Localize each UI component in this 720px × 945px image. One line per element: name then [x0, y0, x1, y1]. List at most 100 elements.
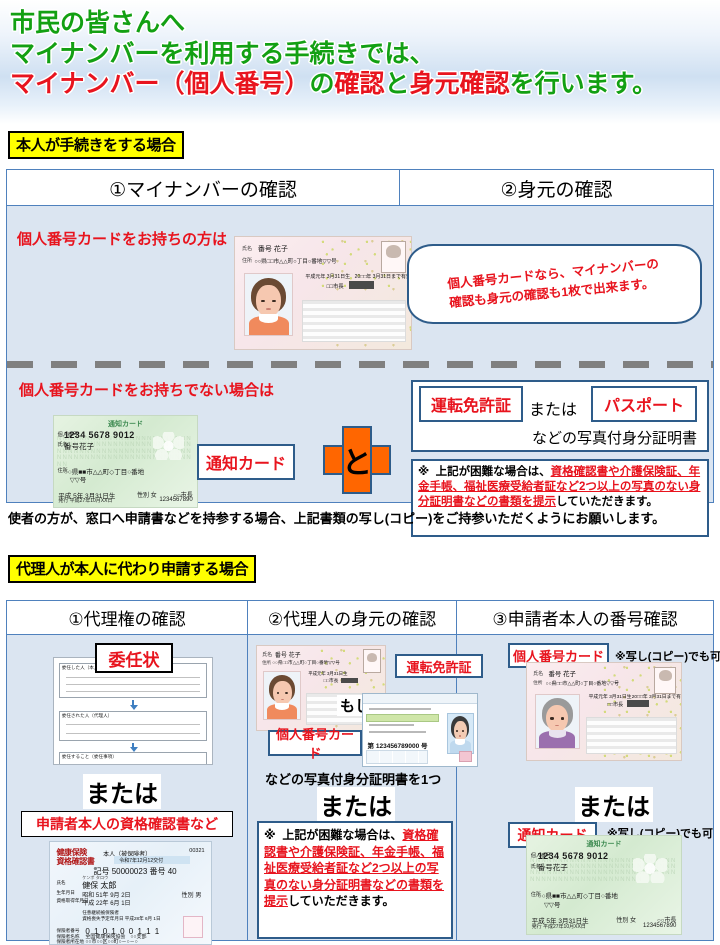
- note-text-2: ※ 上記が困難な場合は、資格確認書や介護保険証、年金手帳、福祉医療受給者証など2…: [264, 827, 446, 910]
- notice2-address-1: ○○県■■市△△町◇丁目○番地: [537, 892, 618, 900]
- messenger-footnote: 使者の方が、窓口へ申請書などを持参する場合、上記書類の写し(コピー)をご持参いた…: [8, 511, 666, 526]
- hic-birth-label: 生年月日: [56, 889, 75, 895]
- dl-chip: [459, 751, 473, 762]
- plus-connector: と: [323, 426, 391, 494]
- notice-address-1: ○○県■■市△△町◇丁目○番地: [64, 469, 145, 477]
- dl-detail-table: [366, 750, 428, 764]
- notice-birth: 平成 5年 3月31日生: [58, 492, 116, 500]
- note-mark-1: ※: [418, 466, 430, 478]
- poa-sec1-label: 委任した人（本人）: [60, 665, 105, 672]
- notice-num-label: 個人番号: [57, 432, 78, 438]
- hic-date-band: [114, 856, 191, 865]
- section1-badge-wrap: 本人が手続きをする場合: [8, 131, 184, 159]
- notice-addr-label: 住所: [57, 467, 68, 474]
- col2-or-label: または: [317, 787, 395, 822]
- hic-ins-name: 全国健康保険協会 ○○支部: [85, 934, 147, 941]
- note-text-1: ※ 上記が困難な場合は、資格確認書や介護保険証、年金手帳、福祉医療受給者証など2…: [418, 465, 702, 511]
- notice-name-label: 氏名: [57, 442, 68, 449]
- hic-mid-1: 任意継続被保険者: [82, 910, 119, 916]
- or-text-1: または: [529, 402, 578, 419]
- portrait-female: [244, 273, 293, 336]
- portrait-elder: [535, 695, 579, 749]
- hic-title: 健康保険資格確認書: [56, 848, 95, 867]
- card2-addr-value: ○○県□□市△△町○丁目○番地▽▽号: [272, 659, 340, 665]
- hic-code: 00321: [189, 848, 205, 855]
- card2-issuer: □□市長: [323, 677, 339, 683]
- notice-card-title: 通知カード: [108, 420, 143, 428]
- card2-name-label: 氏名: [262, 652, 273, 659]
- table1-col2-header: ②身元の確認: [500, 180, 613, 201]
- page-header: 市民の皆さんへ マイナンバーを利用する手続きでは、 マイナンバー（個人番号）の確…: [0, 0, 720, 124]
- notice-name: 番号花子: [64, 441, 94, 451]
- card3-name-value: 番号 花子: [548, 670, 576, 678]
- dl-photo: [446, 712, 474, 754]
- hic-insured-no: 記号 50000023 番号 40: [93, 867, 177, 877]
- card2-name-value: 番号 花子: [274, 653, 301, 660]
- bubble-text: 個人番号カードなら、マイナンバーの 確認も身元の確認も1枚で出来ます。: [447, 255, 662, 313]
- notice2-mayor: ○○市長: [657, 918, 677, 925]
- power-of-attorney-image: 委任した人（本人） 委任された人（代理人） 委任すること（委任事項）: [53, 657, 213, 765]
- alternative-docs-note-2: ※ 上記が困難な場合は、資格確認書や介護保険証、年金手帳、福祉医療受給者証など2…: [257, 821, 453, 939]
- note-black-c: 上記が困難な場合は、: [282, 828, 403, 842]
- table1-header-row: [7, 170, 713, 206]
- passport-label: パスポート: [591, 386, 697, 422]
- notice2-issue-date: 発行 平成27年10月XX日: [531, 924, 586, 931]
- row2-label: 個人番号カードをお持ちでない場合は: [19, 382, 275, 399]
- note-mark-2: ※: [264, 828, 276, 842]
- card3-black-band: [627, 700, 649, 708]
- notice-sex: 性別 女: [136, 492, 157, 499]
- card-flower-emblem: [152, 432, 185, 460]
- table2-divider-2: [456, 601, 457, 940]
- card3-addr-value: ○○県□□市△△町○丁目○番地▽▽号: [545, 680, 619, 687]
- poa-sec2-label: 委任された人（代理人）: [60, 713, 114, 719]
- card-dob: 平成元年 3月31日生: [305, 273, 351, 280]
- card-black-band: [349, 281, 375, 290]
- card-note-grid: [301, 299, 406, 343]
- hic-date: 令和7年12月12交付: [119, 857, 164, 864]
- poa-label: 委任状: [95, 643, 173, 673]
- header-line-1: 市民の皆さんへ: [10, 9, 186, 37]
- hic-insname-label: 保険者名称: [56, 933, 80, 939]
- card3-addr-label: 住所: [533, 680, 543, 686]
- card2-addr-label: 住所: [262, 660, 271, 666]
- card3-issuer: □□市長: [607, 701, 624, 708]
- notice-serial: 1234567890: [159, 496, 193, 503]
- card-address-value: ○○県□□市△△町○丁目○番地▽▽号: [254, 258, 337, 265]
- hic-subject: 本人（被保険者）: [103, 852, 152, 859]
- table1-body: 個人番号カードをお持ちの方は 氏名 番号 花子 住所 ○○県□□市△△町○丁目○…: [7, 206, 713, 537]
- card-ic-chip-area: [380, 241, 406, 273]
- card2-photo: [263, 671, 302, 721]
- notice2-name: 番号花子: [537, 863, 568, 873]
- card2-black-band: [341, 677, 359, 684]
- hic-name-label: 氏名: [56, 879, 66, 885]
- card3-note-grid: [585, 717, 677, 755]
- row-separator-dashed: [7, 361, 713, 368]
- dl-header-band: [363, 694, 477, 705]
- hic-mid-2: 資格喪失予定年月日 平成28年 6月 1日: [82, 916, 161, 922]
- notice-mayor: ○○市長: [173, 492, 193, 499]
- card3-photo: [534, 694, 580, 750]
- hic-seal: [183, 915, 203, 938]
- card2-dob: 平成元年 3月31日生: [308, 671, 348, 677]
- hic-insaddr-label: 保険者所在地: [56, 938, 85, 944]
- card3-dob: 平成元年 3月31日生: [588, 695, 632, 701]
- hic-acq-label: 資格取得年月日: [56, 898, 89, 904]
- note-black-b: していただきます。: [556, 496, 659, 509]
- col1-or-label: または: [83, 774, 161, 809]
- hic-acq: 平成 22年 6月 1日: [82, 901, 131, 908]
- alt-qualification-label: 申請者本人の資格確認書など: [21, 811, 233, 837]
- hic-sex: 性別 男: [181, 892, 202, 899]
- drivers-license-label: 運転免許証: [419, 386, 523, 422]
- notice2-name-label: 氏名: [530, 864, 541, 871]
- card-flower-emblem-2: [633, 853, 668, 884]
- table2-divider-1: [247, 601, 248, 940]
- card-expiry: 20□□年 3月31日まで有効: [354, 273, 412, 280]
- poa-section-3: 委任すること（委任事項）: [58, 752, 208, 764]
- poa-sec3-label: 委任すること（委任事項）: [60, 754, 118, 761]
- self-procedure-table: ①マイナンバーの確認 ②身元の確認 個人番号カードをお持ちの方は 氏名 番号 花…: [6, 169, 714, 537]
- header-line-3: マイナンバー（個人番号）の確認と身元確認を行います。: [10, 70, 658, 98]
- plus-symbol-text: と: [342, 447, 372, 480]
- notice-card-image-1: NNNNNNNNNNNNNNNNNNNNNNNNNNNNNNNNNNNNNNNN…: [53, 415, 198, 508]
- hic-ins-no: 0 1 0 1 0 0 1 1 1: [85, 926, 161, 936]
